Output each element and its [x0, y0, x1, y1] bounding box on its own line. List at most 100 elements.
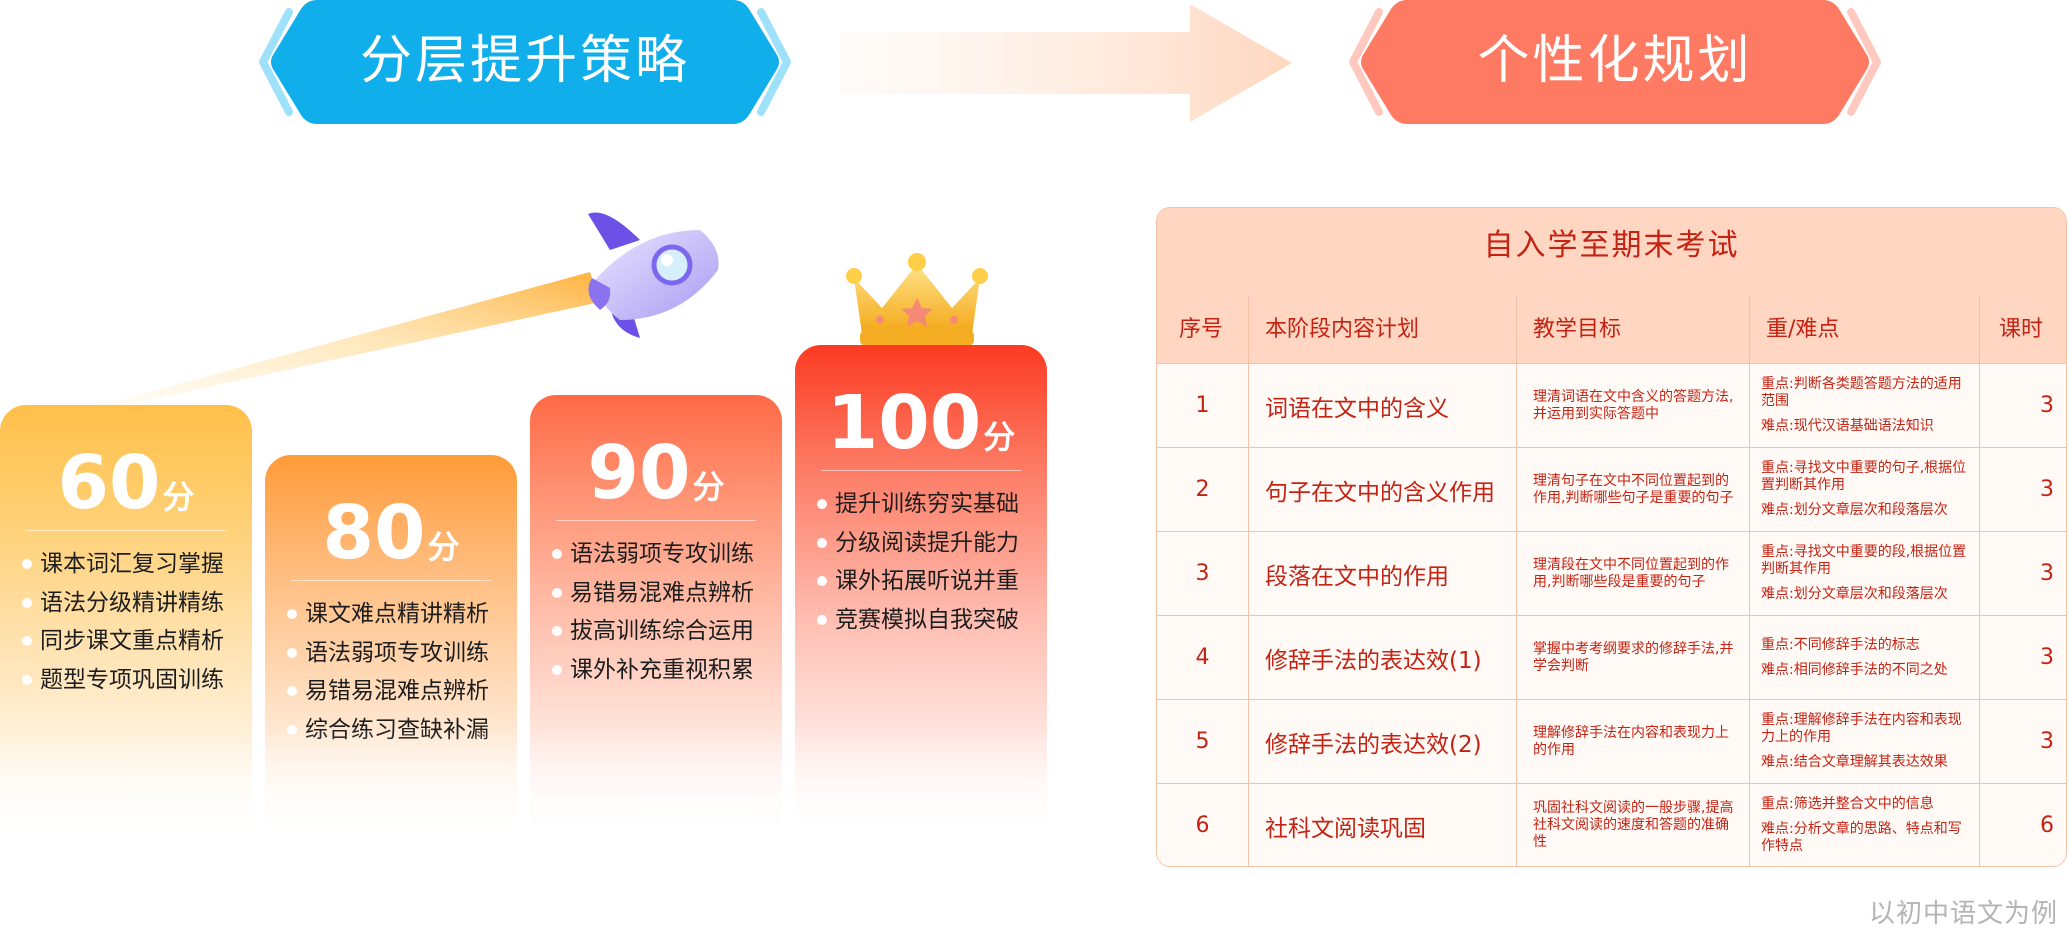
- table-row: 1 词语在文中的含义 理清词语在文中含义的答题方法,并运用到实际答题中重点:判断各类…: [1157, 363, 2066, 447]
- row-plan: 词语在文中的含义: [1265, 395, 1449, 422]
- row-hours: 3: [2040, 645, 2054, 670]
- row-hours: 3: [2040, 729, 2054, 754]
- key-point: 重点:筛选并整合文中的信息: [1761, 796, 1934, 812]
- row-hours: 3: [2040, 561, 2054, 586]
- list-item: 提升训练穷实基础: [817, 485, 1041, 524]
- row-index: 6: [1195, 813, 1210, 838]
- level-item-list: 课文难点精讲精析 语法弱项专攻训练 易错易混难点辨析 综合练习查缺补漏: [287, 595, 511, 749]
- row-index: 4: [1195, 645, 1210, 670]
- list-item: 课本词汇复习掌握: [22, 545, 246, 584]
- list-item: 易错易混难点辨析: [552, 574, 776, 613]
- header-plan: 本阶段内容计划: [1265, 317, 1420, 342]
- list-item: 课外拓展听说并重: [817, 562, 1041, 601]
- row-plan: 句子在文中的含义作用: [1265, 479, 1495, 506]
- row-key-points: 重点:寻找文中重要的句子,根据位置判断其作用难点:划分文章层次和段落层次: [1761, 448, 1973, 531]
- level-item-list: 提升训练穷实基础 分级阅读提升能力 课外拓展听说并重 竞赛模拟自我突破: [817, 485, 1041, 639]
- personal-plan-banner: 个性化规划: [1345, 0, 1885, 124]
- row-index: 5: [1195, 729, 1210, 754]
- header-index: 序号: [1179, 317, 1224, 342]
- divider: [26, 530, 226, 531]
- key-point: 重点:寻找文中重要的句子,根据位置判断其作用: [1761, 460, 1967, 493]
- row-key-points: 重点:不同修辞手法的标志难点:相同修辞手法的不同之处: [1761, 616, 1973, 699]
- row-plan: 社科文阅读巩固: [1265, 815, 1426, 842]
- level-item-list: 语法弱项专攻训练 易错易混难点辨析 拔高训练综合运用 课外补充重视积累: [552, 535, 776, 689]
- chevron-right-icon: [1847, 8, 1881, 116]
- footnote: 以初中语文为例: [1868, 899, 2058, 929]
- list-item: 拔高训练综合运用: [552, 612, 776, 651]
- level-column-90: 90分 语法弱项专攻训练 易错易混难点辨析 拔高训练综合运用 课外补充重视积累: [530, 395, 782, 838]
- arrow-right-icon: [840, 4, 1292, 122]
- list-item: 课外补充重视积累: [552, 651, 776, 690]
- list-item: 语法分级精讲精练: [22, 584, 246, 623]
- score-value: 90分: [587, 430, 725, 516]
- row-goal: 理清段在文中不同位置起到的作用,判断哪些段是重要的句子: [1533, 556, 1729, 590]
- row-hours: 6: [2040, 813, 2054, 838]
- chevron-left-icon: [259, 8, 293, 116]
- list-item: 易错易混难点辨析: [287, 672, 511, 711]
- banner-shape: [1349, 0, 1881, 124]
- table-row: 2 句子在文中的含义作用 理清句子在文中不同位置起到的作用,判断哪些句子是重要的句子…: [1157, 447, 2066, 531]
- difficulty-point: 难点:相同修辞手法的不同之处: [1761, 661, 1948, 678]
- row-index: 3: [1195, 561, 1210, 586]
- crown-icon: [846, 253, 988, 346]
- row-goal: 理解修辞手法在内容和表现力上的作用: [1533, 724, 1729, 758]
- plan-table-header: 自入学至期末考试 序号 本阶段内容计划 教学目标 重/难点 课时: [1157, 208, 2066, 363]
- divider: [821, 470, 1021, 471]
- row-plan: 修辞手法的表达效(1): [1265, 647, 1482, 674]
- row-index: 1: [1195, 393, 1210, 418]
- difficulty-point: 难点:现代汉语基础语法知识: [1761, 418, 1934, 434]
- score-value: 100分: [826, 380, 1016, 466]
- rocket-icon: [10, 212, 719, 430]
- list-item: 分级阅读提升能力: [817, 524, 1041, 563]
- key-point: 重点:不同修辞手法的标志: [1761, 636, 1920, 653]
- banner-shape: [259, 0, 791, 124]
- row-goal: 掌握中考考纲要求的修辞手法,并学会判断: [1533, 640, 1734, 674]
- header-key-points: 重/难点: [1766, 317, 1840, 342]
- row-hours: 3: [2040, 393, 2054, 418]
- difficulty-point: 难点:划分文章层次和段落层次: [1761, 502, 1948, 518]
- level-column-60: 60分 课本词汇复习掌握 语法分级精讲精练 同步课文重点精析 题型专项巩固训练: [0, 405, 252, 838]
- row-plan: 段落在文中的作用: [1265, 563, 1449, 590]
- key-point: 重点:理解修辞手法在内容和表现力上的作用: [1761, 712, 1962, 745]
- personal-plan-title: 个性化规划: [1477, 31, 1753, 91]
- key-point: 重点:判断各类题答题方法的适用范围: [1761, 376, 1962, 409]
- header-hours: 课时: [1999, 317, 2044, 342]
- difficulty-point: 难点:结合文章理解其表达效果: [1761, 754, 1948, 770]
- difficulty-point: 难点:划分文章层次和段落层次: [1761, 586, 1948, 602]
- strategy-title: 分层提升策略: [359, 31, 690, 91]
- level-column-80: 80分 课文难点精讲精析 语法弱项专攻训练 易错易混难点辨析 综合练习查缺补漏: [265, 455, 517, 838]
- list-item: 同步课文重点精析: [22, 622, 246, 661]
- level-column-100: 100分 提升训练穷实基础 分级阅读提升能力 课外拓展听说并重 竞赛模拟自我突破: [795, 345, 1047, 838]
- table-header-row: 序号 本阶段内容计划 教学目标 重/难点 课时: [1157, 296, 2066, 363]
- plan-table: 自入学至期末考试 序号 本阶段内容计划 教学目标 重/难点 课时 1 词语在文中的…: [1156, 207, 2067, 867]
- list-item: 题型专项巩固训练: [22, 661, 246, 700]
- key-point: 重点:寻找文中重要的段,根据位置判断其作用: [1761, 544, 1967, 577]
- plan-table-title: 自入学至期末考试: [1483, 228, 1740, 263]
- list-item: 语法弱项专攻训练: [552, 535, 776, 574]
- level-item-list: 课本词汇复习掌握 语法分级精讲精练 同步课文重点精析 题型专项巩固训练: [22, 545, 246, 699]
- divider: [556, 520, 756, 521]
- row-hours: 3: [2040, 477, 2054, 502]
- list-item: 语法弱项专攻训练: [287, 634, 511, 673]
- row-key-points: 重点:判断各类题答题方法的适用范围难点:现代汉语基础语法知识: [1761, 364, 1973, 447]
- row-goal: 理清句子在文中不同位置起到的作用,判断哪些句子是重要的句子: [1533, 472, 1734, 506]
- chevron-right-icon: [757, 8, 791, 116]
- list-item: 竞赛模拟自我突破: [817, 601, 1041, 640]
- header-goal: 教学目标: [1533, 317, 1622, 342]
- row-key-points: 重点:理解修辞手法在内容和表现力上的作用难点:结合文章理解其表达效果: [1761, 700, 1973, 783]
- row-key-points: 重点:寻找文中重要的段,根据位置判断其作用难点:划分文章层次和段落层次: [1761, 532, 1973, 615]
- row-goal: 理清词语在文中含义的答题方法,并运用到实际答题中: [1533, 388, 1734, 422]
- list-item: 课文难点精讲精析: [287, 595, 511, 634]
- row-plan: 修辞手法的表达效(2): [1265, 731, 1482, 758]
- divider: [291, 580, 491, 581]
- chevron-left-icon: [1349, 8, 1383, 116]
- score-value: 60分: [57, 440, 195, 526]
- table-row: 3 段落在文中的作用 理清段在文中不同位置起到的作用,判断哪些段是重要的句子重点:寻…: [1157, 531, 2066, 615]
- score-value: 80分: [322, 490, 460, 576]
- row-index: 2: [1195, 477, 1210, 502]
- table-row: 5 修辞手法的表达效(2) 理解修辞手法在内容和表现力上的作用重点:理解修辞手法在内…: [1157, 699, 2066, 783]
- row-goal: 巩固社科文阅读的一般步骤,提高社科文阅读的速度和答题的准确性: [1533, 800, 1734, 850]
- strategy-banner: 分层提升策略: [255, 0, 795, 124]
- row-key-points: 重点:筛选并整合文中的信息难点:分析文章的思路、特点和写作特点: [1761, 784, 1973, 866]
